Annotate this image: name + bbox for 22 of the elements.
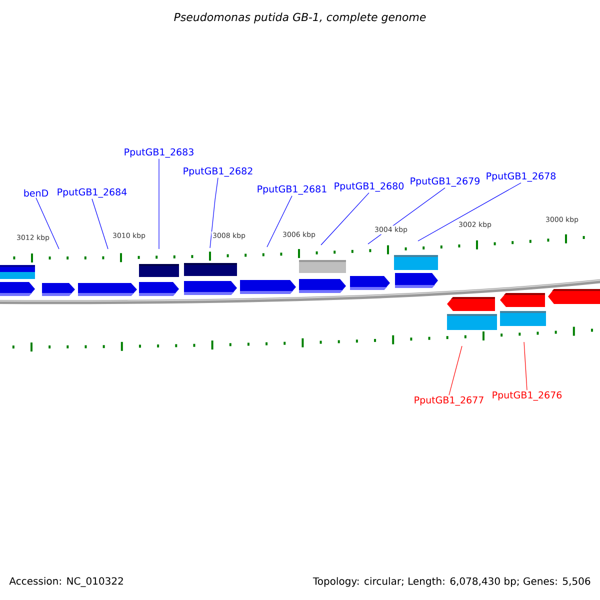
gene-label: PputGB1_2684 xyxy=(58,188,127,198)
title: Pseudomonas putida GB-1, complete genome xyxy=(174,12,426,24)
gene-label: PputGB1_2677 xyxy=(414,396,484,406)
gene-label: PputGB1_2676 xyxy=(492,391,562,401)
gene-label: PputGB1_2682 xyxy=(184,167,252,177)
leader-line xyxy=(266,196,292,248)
genome-info-text: Topology: circular; Length: 6,078,430 bp; Genes: 5,506 xyxy=(312,577,590,587)
gene-label: PputGB1_2681 xyxy=(258,185,326,195)
accession-text: Accession: NC_010322 xyxy=(9,577,123,587)
leader-line xyxy=(448,346,462,396)
leader-line xyxy=(418,182,522,242)
gene-label: benD xyxy=(24,189,48,197)
leader-line xyxy=(524,342,528,390)
gene-label: PputGB1_2678 xyxy=(486,172,556,182)
leader-line xyxy=(320,192,370,246)
leader-line xyxy=(36,198,60,250)
leader-line xyxy=(92,198,108,250)
gene-label: PputGB1_2679 xyxy=(410,177,480,187)
gene-label: PputGB1_2680 xyxy=(334,182,404,192)
gene-label: PputGB1_2683 xyxy=(124,148,194,158)
leader-line xyxy=(158,158,160,250)
leader-line xyxy=(210,178,218,248)
